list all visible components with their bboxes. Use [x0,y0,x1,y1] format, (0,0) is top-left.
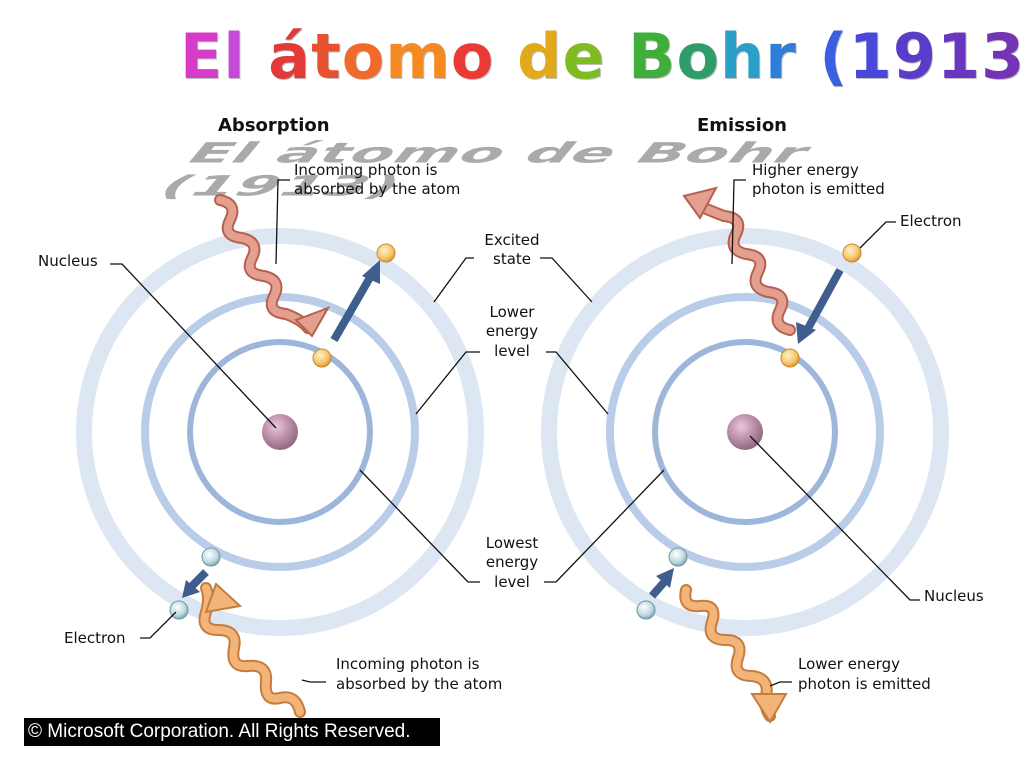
page-title: El átomo de Bohr (1913) [180,20,1024,93]
electron-emission-lower [780,348,800,368]
photon-absorption-bottom [198,582,306,718]
label-electron-left: Electron [64,629,126,647]
label-nucleus-right: Nucleus [924,587,984,605]
title-char: o [450,20,495,93]
title-char: l [223,20,246,93]
label-lower-1: Lower [490,303,536,321]
title-char: 3 [981,20,1024,93]
absorption-heading: Absorption [218,115,330,136]
title-char: E [180,20,224,93]
electron-emission-lowest-bottom [636,600,656,620]
leader-lower-photon [769,681,792,687]
title-char: o [676,20,721,93]
electron-arrow-emission-bottom [648,568,674,599]
leader-higher [731,179,746,265]
title-char: t [311,20,342,93]
leader-electron-left [140,611,177,639]
title-char: ( [819,20,849,93]
electron-emission-lower-bottom [668,547,688,567]
label-excited-1: Excited [484,231,539,249]
photon-emission-bottom [679,584,788,724]
emission-heading: Emission [697,115,787,136]
label-lower-2: energy [486,322,538,340]
leader-excited-right [540,257,593,303]
leader-excited-left [433,257,474,303]
label-nucleus-left: Nucleus [38,252,98,270]
label-incoming-top-1: Incoming photon is [294,161,438,179]
electron-arrow-absorption-top [330,260,380,342]
title-char: 1 [936,20,982,93]
photon-emission-top [682,186,796,336]
leader-electron-right [859,221,896,249]
leader-nucleus-right [749,435,920,601]
label-incoming-bottom-2: absorbed by the atom [336,675,502,693]
emission-orbit-lower [606,293,884,571]
photon-absorption-top [214,194,331,338]
label-higher-2: photon is emitted [752,180,885,198]
label-lower-photon-2: photon is emitted [798,675,931,693]
electron-arrow-emission-top [796,268,844,344]
label-lower-3: level [494,342,530,360]
leader-lowest-right [544,469,665,583]
label-incoming-top-2: absorbed by the atom [294,180,460,198]
electron-emission-excited [842,243,862,263]
emission-orbit-excited [541,228,949,636]
title-char: 9 [892,20,937,93]
title-char: r [765,20,797,93]
electron-absorption-lowest-bottom [169,600,189,620]
label-electron-right: Electron [900,212,962,230]
label-higher-1: Higher energy [752,161,859,179]
label-incoming-bottom-1: Incoming photon is [336,655,480,673]
title-char: h [720,20,766,93]
title-char: m [385,20,451,93]
title-char: á [268,20,312,93]
leader-lines [110,179,920,687]
title-char: d [517,20,563,93]
absorption-orbit-lowest [187,339,373,525]
leader-lower-left [415,351,480,415]
title-char: o [341,20,386,93]
copyright-notice: © Microsoft Corporation. All Rights Rese… [24,718,440,746]
emission-atom [541,228,949,636]
emission-orbit-lowest [652,339,838,525]
label-lowest-1: Lowest [486,534,539,552]
absorption-orbit-excited [76,228,484,636]
title-char: 1 [848,20,893,93]
electron-absorption-lower [312,348,332,368]
leader-lowest-left [359,469,480,583]
absorption-atom [76,228,484,636]
leader-nucleus-left [110,263,277,429]
electron-arrow-absorption-bottom [182,569,209,598]
title-char: B [628,20,677,93]
label-excited-2: state [493,250,531,268]
leader-incoming-bottom [301,679,326,683]
label-lowest-2: energy [486,553,538,571]
leader-incoming-top [275,179,290,265]
label-lowest-3: level [494,573,530,591]
title-area: El átomo de Bohr (1913) El átomo de Bohr… [0,12,1024,202]
label-lower-photon-1: Lower energy [798,655,900,673]
electron-absorption-excited [376,243,396,263]
leader-lower-right [546,351,609,415]
electron-absorption-lower-bottom [201,547,221,567]
title-char: e [562,20,606,93]
